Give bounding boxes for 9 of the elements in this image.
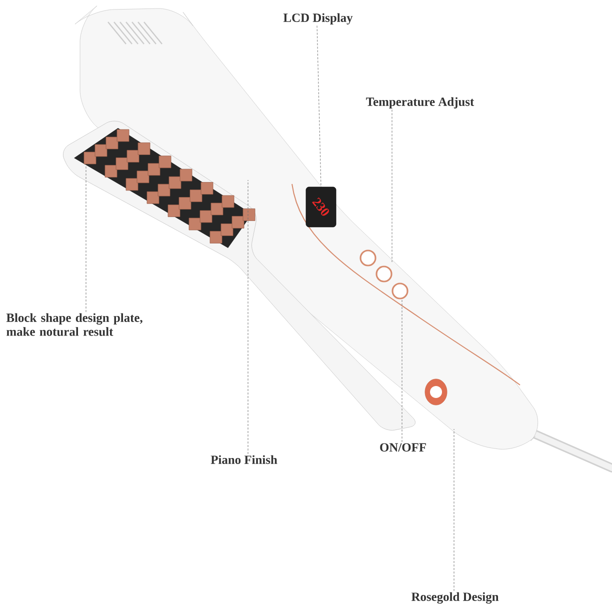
callout-text: ON/OFF [380,443,426,452]
leader-line [316,25,322,188]
lcd-screen [306,186,336,228]
display-reading: 230 [312,198,329,216]
callout-text: LCD Display [283,13,353,25]
callout-text: Rosegold Design [411,592,499,604]
callout-text: Temperature Adjust [366,97,474,108]
callout-text: Block shape design plate, make notural result [6,313,142,336]
callout-text: Piano Finish [210,455,278,464]
